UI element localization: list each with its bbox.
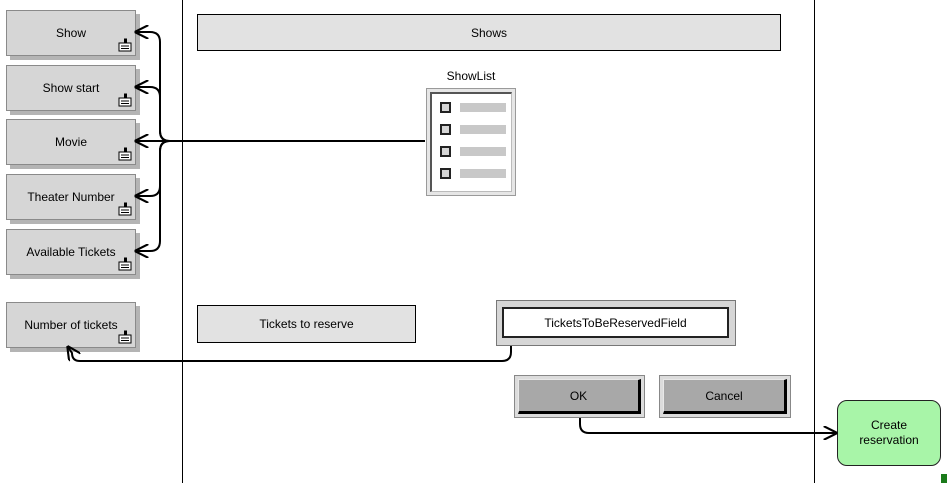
link-list-to-theater-number xyxy=(136,140,171,196)
shows-panel: Shows xyxy=(197,14,781,51)
showlist-listbox[interactable] xyxy=(426,88,516,196)
checkbox[interactable] xyxy=(440,168,451,179)
cancel-button-face: Cancel xyxy=(663,379,787,414)
attribute-icon xyxy=(118,202,132,216)
attribute-show[interactable]: Show xyxy=(6,10,136,56)
showlist-title: ShowList xyxy=(446,69,496,83)
checkbox[interactable] xyxy=(440,146,451,157)
ok-button-face: OK xyxy=(518,379,641,414)
tickets-to-reserve-text: Tickets to reserve xyxy=(259,317,354,331)
list-item-placeholder xyxy=(460,125,506,134)
left-frame-line xyxy=(182,0,183,483)
tickets-field-input[interactable]: TicketsToBeReservedField xyxy=(502,307,729,338)
attribute-label: Show xyxy=(55,26,87,40)
checkbox[interactable] xyxy=(440,124,451,135)
showlist-inner xyxy=(430,92,512,192)
attribute-label: Theater Number xyxy=(27,190,115,204)
attribute-show-start[interactable]: Show start xyxy=(6,65,136,111)
attribute-label: Available Tickets xyxy=(26,245,116,259)
link-ok-to-create-reservation xyxy=(579,418,836,433)
list-item-placeholder xyxy=(460,169,506,178)
attribute-label: Show start xyxy=(42,81,100,95)
attribute-movie[interactable]: Movie xyxy=(6,119,136,165)
shows-panel-label: Shows xyxy=(470,25,508,40)
corner-marker xyxy=(941,474,947,483)
link-list-to-available-tickets xyxy=(136,140,171,251)
attribute-theater-number[interactable]: Theater Number xyxy=(6,174,136,220)
ok-button-label: OK xyxy=(569,388,588,403)
list-item-placeholder xyxy=(460,147,506,156)
tickets-field[interactable]: TicketsToBeReservedField xyxy=(496,300,736,346)
tickets-field-value: TicketsToBeReservedField xyxy=(544,315,687,330)
process-line-1: Create xyxy=(870,418,908,432)
attribute-icon xyxy=(118,147,132,161)
cancel-button-label: Cancel xyxy=(705,388,743,403)
attribute-icon xyxy=(118,257,132,271)
list-item-placeholder xyxy=(460,103,506,112)
create-reservation-process[interactable]: Create reservation xyxy=(837,400,941,466)
link-list-to-show-start xyxy=(136,87,171,142)
right-frame-line xyxy=(814,0,815,483)
attribute-icon xyxy=(118,330,132,344)
checkbox[interactable] xyxy=(440,102,451,113)
link-field-to-number-of-tickets xyxy=(68,346,512,362)
attribute-number-of-tickets[interactable]: Number of tickets xyxy=(6,302,136,348)
tickets-to-reserve-label: Tickets to reserve xyxy=(197,305,416,343)
ok-button[interactable]: OK xyxy=(514,375,645,418)
process-line-2: reservation xyxy=(859,433,919,447)
attribute-available-tickets[interactable]: Available Tickets xyxy=(6,229,136,275)
attribute-label: Movie xyxy=(54,135,87,149)
attribute-icon xyxy=(118,93,132,107)
attribute-label: Number of tickets xyxy=(24,318,118,332)
attribute-icon xyxy=(118,38,132,52)
cancel-button[interactable]: Cancel xyxy=(659,375,791,418)
